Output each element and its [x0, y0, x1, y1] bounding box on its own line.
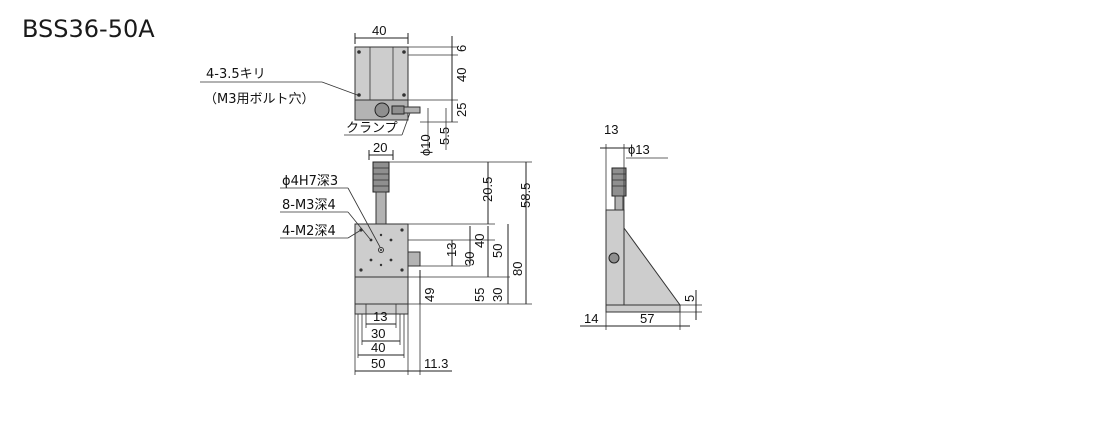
dim-side-phi13: ϕ13: [628, 142, 650, 157]
dim-58-5: 58.5: [518, 183, 533, 208]
dim-40-v: 40: [472, 234, 487, 248]
dim-front-top-20: 20: [373, 140, 387, 155]
dim-bottom-13: 13: [373, 309, 387, 324]
top-view: 40 6 40 25 4-3.5キリ （M3用ボルト穴） クランプ ϕ10 5.…: [200, 23, 469, 156]
dim-top-6: 6: [454, 45, 469, 52]
front-clamp: [407, 251, 421, 267]
dim-5-5: 5.5: [437, 127, 452, 145]
dim-30-v2: 30: [490, 288, 505, 302]
dim-bottom-30: 30: [371, 326, 385, 341]
front-stage-base: [354, 276, 409, 305]
dim-80-v: 80: [510, 262, 525, 276]
dim-bottom-40: 40: [371, 340, 385, 355]
hole-label-2: （M3用ボルト穴）: [204, 92, 315, 107]
label-phi4h7: ϕ4H7深3: [282, 174, 338, 189]
top-view-body: [354, 46, 409, 101]
dim-bottom-11-3: 11.3: [424, 356, 448, 371]
dim-side-13: 13: [604, 122, 618, 137]
dim-side-5: 5: [682, 295, 697, 302]
dim-top-40: 40: [454, 68, 469, 82]
dim-side-57: 57: [640, 311, 654, 326]
dim-bottom-50: 50: [371, 356, 385, 371]
hole-label-1: 4-3.5キリ: [206, 67, 266, 82]
clamp-screw: [403, 106, 421, 114]
dim-55-v: 55: [472, 288, 487, 302]
drawing-title: BSS36-50A: [22, 15, 155, 43]
side-view: 13 ϕ13 5 14 57: [580, 122, 702, 330]
dim-top-width: 40: [372, 23, 386, 38]
clamp-label: クランプ: [346, 121, 398, 136]
dim-20-5: 20.5: [480, 177, 495, 202]
dim-phi10: ϕ10: [418, 134, 433, 156]
side-clamp-icon: [608, 252, 620, 264]
micrometer-knob-icon: [372, 161, 390, 193]
dim-top-25: 25: [454, 103, 469, 117]
dim-13-v: 13: [444, 243, 459, 257]
label-4-m2: 4-M2深4: [282, 224, 336, 239]
dim-49-v: 49: [422, 288, 437, 302]
label-8-m3: 8-M3深4: [282, 198, 336, 213]
dim-side-14: 14: [584, 311, 598, 326]
side-base: [605, 304, 681, 313]
side-gusset: [623, 226, 681, 306]
clamp-knob-icon: [374, 102, 390, 118]
dim-50-v: 50: [490, 244, 505, 258]
front-view: 20 ϕ4H7深3 8-M3深4 4-M2深4 20.5 58.5 13 30 …: [280, 140, 533, 375]
dim-30-v: 30: [462, 252, 477, 266]
micrometer-barrel: [375, 191, 387, 225]
